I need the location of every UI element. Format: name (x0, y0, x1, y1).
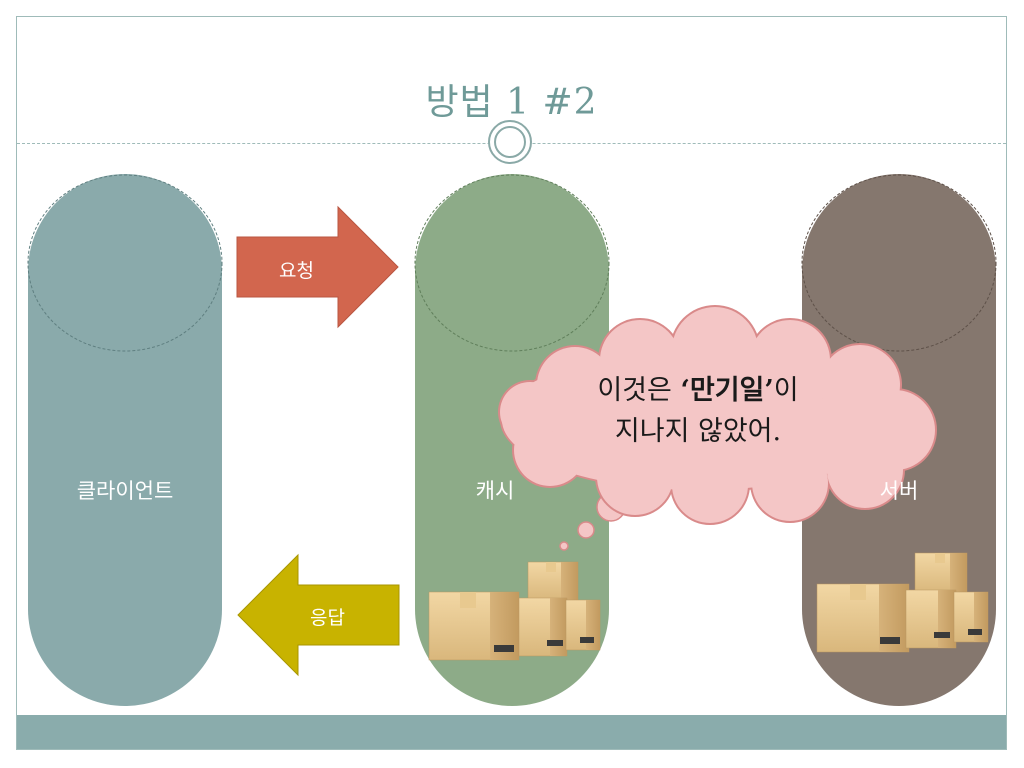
box (816, 583, 910, 653)
bubble-close-quote: ’ (764, 375, 774, 406)
bubble-tail-medium (577, 521, 595, 539)
box (905, 589, 957, 649)
bubble-emphasis: 만기일 (689, 375, 765, 406)
ring-icon (488, 120, 532, 164)
client-cylinder-body (28, 174, 222, 706)
box (914, 552, 968, 594)
server-boxes-icon (816, 552, 989, 653)
response-arrow (237, 553, 400, 677)
request-arrow (236, 205, 399, 329)
bubble-open-quote: ‘ (680, 375, 690, 406)
server-label: 서버 (879, 479, 919, 503)
thought-cloud (498, 305, 937, 525)
box (565, 599, 601, 651)
bubble-line-1-prefix: 이것은 (597, 375, 681, 406)
box (428, 591, 520, 661)
box (518, 597, 568, 657)
cache-boxes-icon (428, 561, 601, 661)
bubble-line-2: 지나지 않았어. (614, 416, 782, 447)
cache-cylinder-top (414, 174, 610, 352)
client-cylinder (27, 174, 223, 706)
ring-inner (494, 126, 526, 158)
box (953, 591, 989, 643)
bubble-line-1-suffix: 이 (773, 375, 799, 406)
slide-title: 방법 1 #2 (425, 82, 598, 123)
request-label: 요청 (279, 260, 314, 282)
client-label: 클라이언트 (76, 479, 174, 503)
box (527, 561, 579, 601)
bubble-text: 이것은 ‘만기일’이 지나지 않았어. (548, 370, 848, 452)
server-cylinder-top (801, 174, 997, 352)
bubble-tail-small (559, 541, 569, 551)
footer-bar (17, 715, 1006, 749)
bubble-line-1: 이것은 ‘만기일’이 (548, 370, 848, 411)
cache-label: 캐시 (475, 479, 515, 503)
response-label: 응답 (310, 607, 345, 629)
client-cylinder-top (27, 174, 223, 352)
